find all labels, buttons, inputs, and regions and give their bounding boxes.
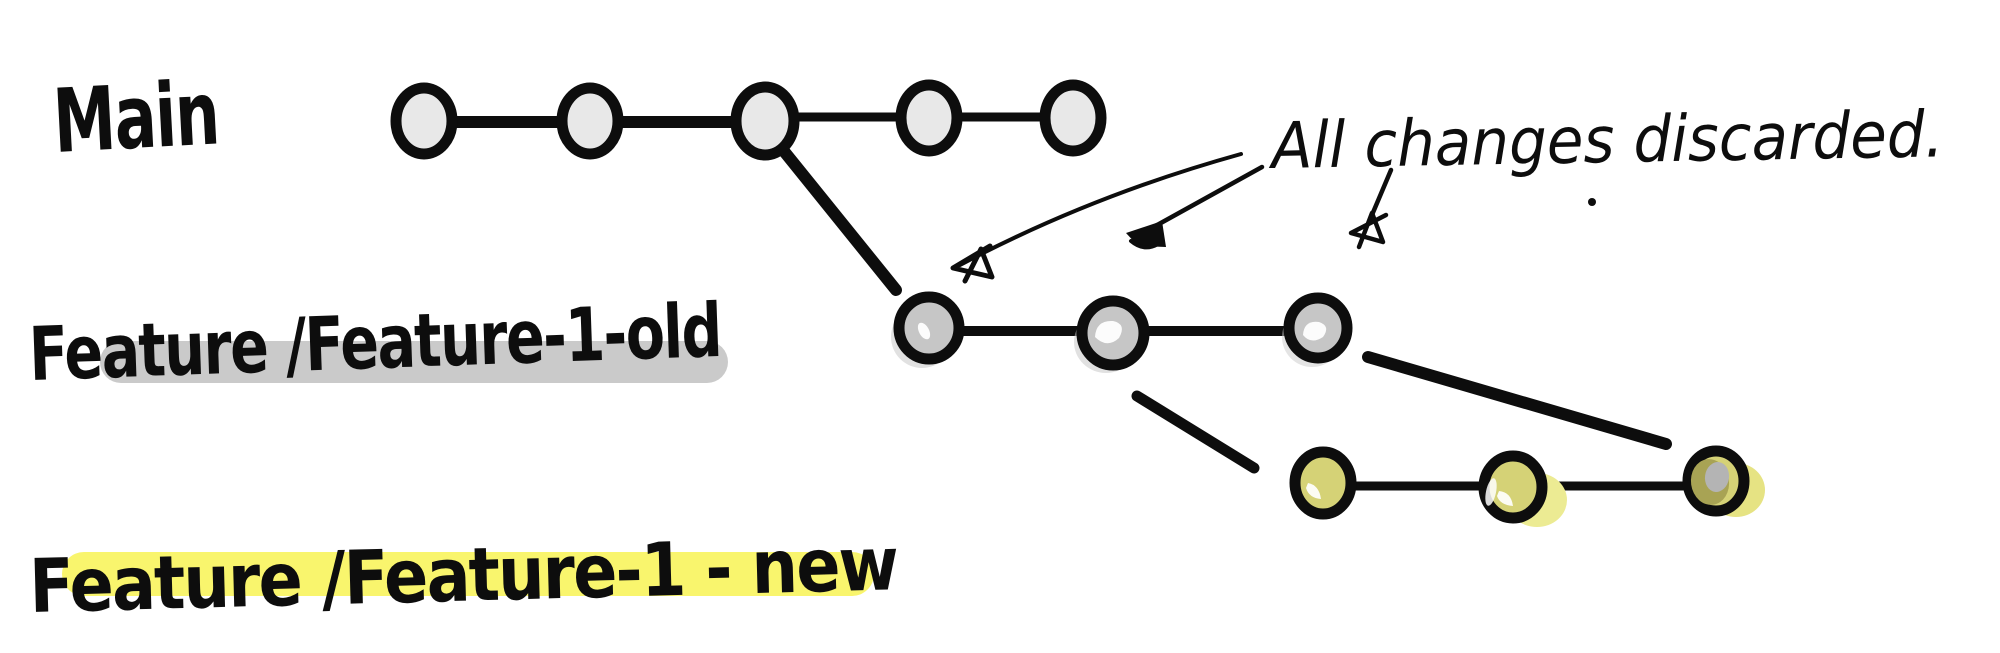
gray-glint-blob bbox=[1704, 462, 1730, 492]
commit-node-main-2 bbox=[556, 82, 624, 160]
feature-old-branch bbox=[891, 291, 1353, 373]
commit-node-old-1 bbox=[893, 291, 965, 365]
highlight-glint bbox=[917, 322, 931, 340]
annotation-arrow-2 bbox=[1147, 164, 1265, 232]
commit-node-new-1 bbox=[1289, 446, 1357, 520]
yellow-marker-highlight bbox=[62, 552, 874, 596]
branch-line-old-to-new-short bbox=[1131, 390, 1260, 474]
branch-line-main-to-old bbox=[777, 144, 902, 296]
branch-label-feature-new: Feature /Feature-1 - new bbox=[28, 521, 898, 630]
arrowhead-2-scribble bbox=[1129, 239, 1160, 250]
arrowhead-1 bbox=[950, 243, 995, 284]
annotation-arrow-1 bbox=[958, 152, 1243, 267]
commit-node-new-2 bbox=[1478, 450, 1548, 524]
commit-node-main-4 bbox=[895, 79, 963, 157]
highlight-glint bbox=[1485, 478, 1497, 506]
commit-node-main-3 bbox=[730, 81, 800, 161]
highlight-glint bbox=[1095, 320, 1122, 344]
gray-marker-highlight bbox=[100, 341, 728, 383]
branch-line-old-to-new-long bbox=[1362, 351, 1672, 450]
commit-node-main-5 bbox=[1039, 79, 1107, 157]
feature-new-branch bbox=[1131, 351, 1765, 527]
highlight-glint bbox=[1303, 321, 1327, 341]
arrowhead-2 bbox=[1126, 221, 1166, 247]
highlight-glint bbox=[1497, 491, 1513, 506]
stray-ink-dot bbox=[1588, 198, 1596, 206]
branch-label-main: Main bbox=[51, 61, 221, 172]
highlight-glint bbox=[1306, 483, 1321, 499]
annotation-text: All changes discarded. bbox=[1267, 98, 1944, 184]
arrowhead-3 bbox=[1348, 210, 1389, 250]
main-branch bbox=[390, 79, 1107, 296]
annotation-arrows bbox=[950, 152, 1596, 284]
commit-node-main-1 bbox=[390, 82, 458, 160]
